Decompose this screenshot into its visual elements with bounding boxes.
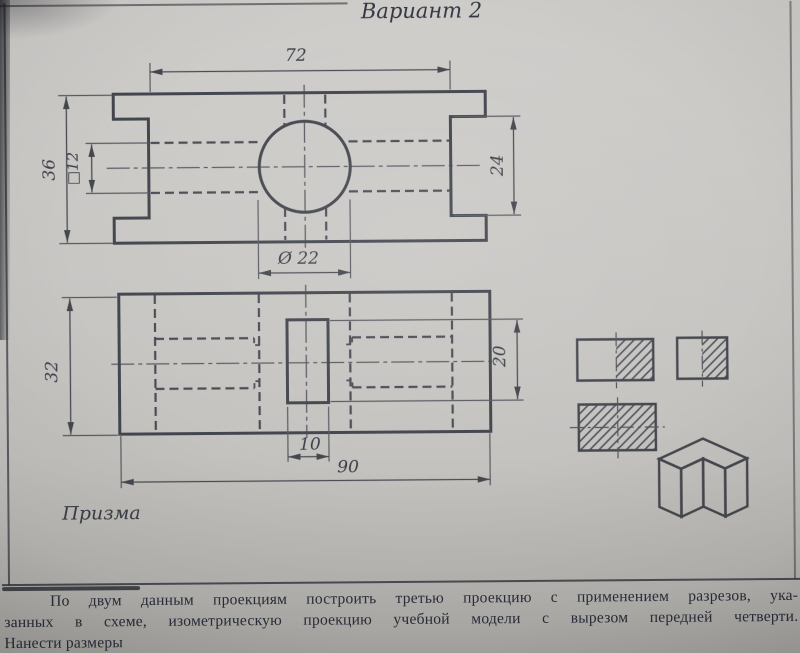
hole-circle xyxy=(257,119,352,214)
model-caption: Призма xyxy=(61,502,141,525)
dim-label-32: 32 xyxy=(42,361,62,383)
page-title: Вариант 2 xyxy=(360,0,482,23)
scheme-rect-full-section xyxy=(569,397,665,459)
iso-cut-face-right xyxy=(701,456,727,519)
hatch-area xyxy=(616,339,654,381)
plan-extension-lines xyxy=(61,296,524,489)
section-scheme xyxy=(569,330,729,459)
iso-front-right-face xyxy=(723,456,749,519)
iso-left-face xyxy=(657,457,683,519)
dim-label-72: 72 xyxy=(285,46,307,66)
plan-hidden-lines xyxy=(153,292,454,433)
hatch-area xyxy=(702,337,728,379)
dim-label-90: 90 xyxy=(337,457,359,477)
plan-view: 32 20 10 90 xyxy=(42,284,524,489)
dim-label-24: 24 xyxy=(488,154,508,177)
front-view: 72 36 □12 24 Ø 22 xyxy=(40,46,522,280)
dim-label-36: 36 xyxy=(40,159,60,181)
front-hidden-lines xyxy=(150,94,451,240)
plan-vertical-centerline xyxy=(305,284,308,438)
iso-cut-face-left xyxy=(679,456,705,519)
dim-label-dia22: Ø 22 xyxy=(277,249,319,269)
plan-horizontal-centerline xyxy=(111,360,498,365)
dim-line-20 xyxy=(513,320,521,400)
dim-label-square12: □12 xyxy=(64,152,82,185)
plan-slot-rect xyxy=(285,318,331,405)
task-instructions: По двум данным проекциям построить треть… xyxy=(4,585,798,653)
dim-line-32 xyxy=(66,298,74,435)
dim-line-72 xyxy=(149,66,450,76)
scheme-rect-half-section-1 xyxy=(575,332,655,389)
isometric-cutaway-block xyxy=(656,437,750,519)
dim-line-dia22 xyxy=(258,269,351,277)
front-horizontal-centerline xyxy=(106,164,480,169)
front-vertical-centerline xyxy=(303,84,307,252)
technical-drawing: Вариант 2 xyxy=(40,0,750,525)
plan-view-outline xyxy=(117,289,493,436)
scheme-rect-half-section-2 xyxy=(675,330,729,387)
dim-line-90 xyxy=(121,476,491,486)
dim-label-20: 20 xyxy=(490,345,510,368)
dim-line-24 xyxy=(510,117,518,215)
front-extension-lines xyxy=(58,60,522,280)
dim-label-10: 10 xyxy=(299,435,321,455)
dim-line-36 xyxy=(63,96,71,243)
